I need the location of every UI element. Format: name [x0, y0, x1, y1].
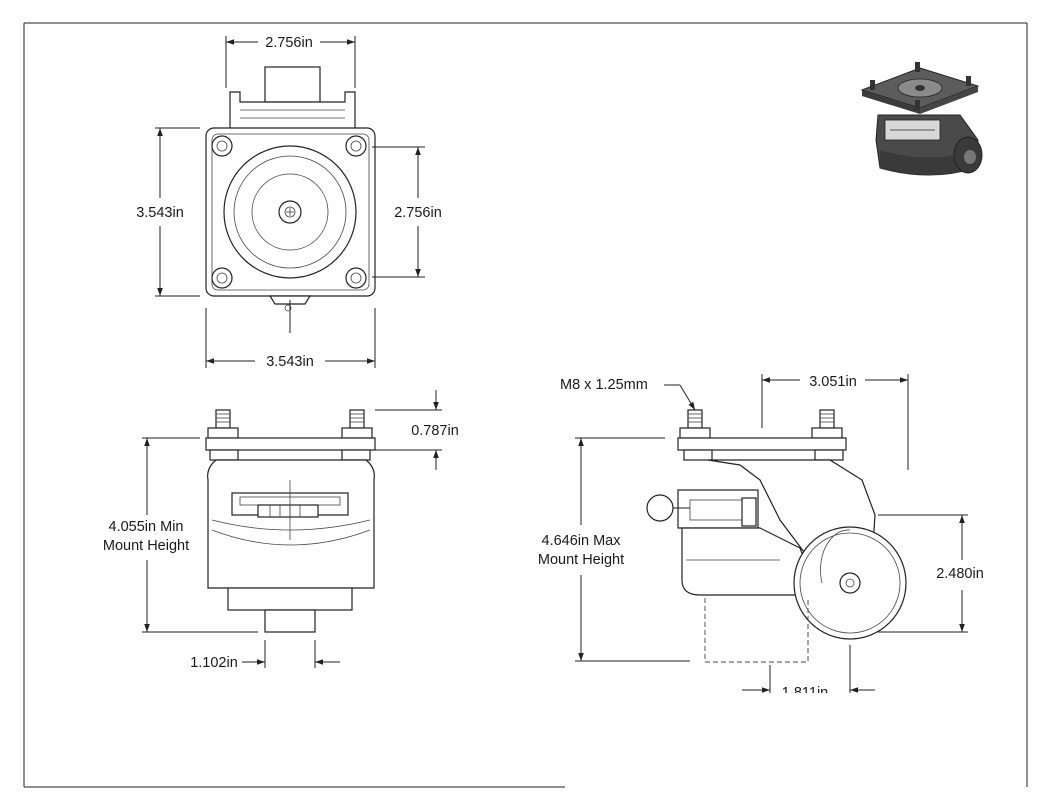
dim-top-width-bottom: 3.543in [266, 354, 314, 370]
front-view: 0.787in 4.055in Min Mount Height 1.102in [103, 390, 459, 671]
dim-top-width: 2.756in [265, 35, 313, 51]
dim-min-height-line2: Mount Height [103, 538, 189, 554]
dim-max-height-line2: Mount Height [538, 552, 624, 568]
dim-wheel-height: 2.480in [936, 566, 984, 582]
dim-max-height-line1: 4.646in Max [542, 533, 622, 549]
dim-min-height-line1: 4.055in Min [109, 519, 184, 535]
isometric-render [860, 62, 983, 176]
sheet-border [23, 22, 1028, 788]
dim-top-height-right: 2.756in [394, 205, 442, 221]
dim-plate-thickness: 0.787in [411, 423, 459, 439]
corner-bolts [211, 135, 367, 289]
dim-top-height-left: 3.543in [136, 205, 184, 221]
side-view: M8 x 1.25mm 3.051in 4.646in Max Mount He… [538, 374, 984, 707]
dim-offset-top: 3.051in [809, 374, 857, 390]
thread-callout: M8 x 1.25mm [560, 377, 648, 393]
top-view: 2.756in 3.543in 2.756in 3.543in [136, 35, 442, 370]
dim-pad-width: 1.102in [190, 655, 238, 671]
